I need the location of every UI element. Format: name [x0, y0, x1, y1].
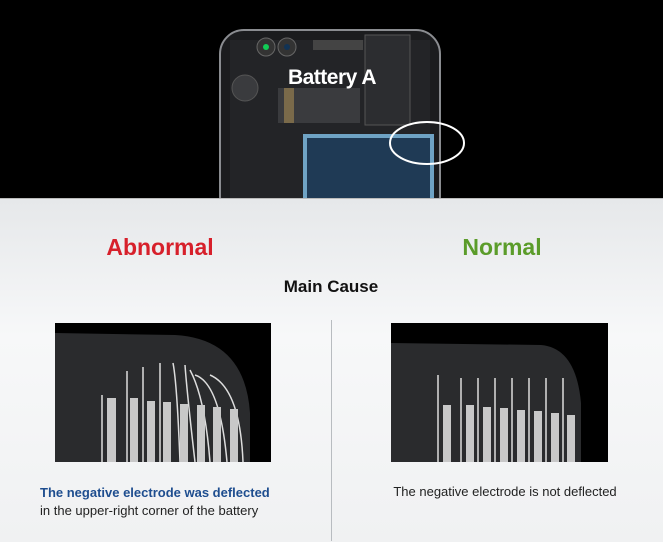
divider — [331, 320, 332, 541]
abnormal-electrode-image — [55, 323, 271, 462]
abnormal-caption-detail: in the upper-right corner of the battery — [40, 503, 259, 518]
phone-xray-illustration — [219, 29, 465, 221]
battery-title: Battery A — [287, 66, 377, 89]
abnormal-heading: Abnormal — [106, 234, 214, 260]
abnormal-caption: The negative electrode was deflected in … — [40, 484, 300, 520]
main-cause-label: Main Cause — [283, 277, 379, 296]
normal-caption: The negative electrode is not deflected — [393, 484, 617, 499]
abnormal-caption-highlight: The negative electrode was deflected — [40, 485, 270, 500]
phone-xray-banner — [0, 0, 663, 221]
normal-heading: Normal — [462, 234, 542, 260]
normal-electrode-image — [391, 323, 608, 462]
